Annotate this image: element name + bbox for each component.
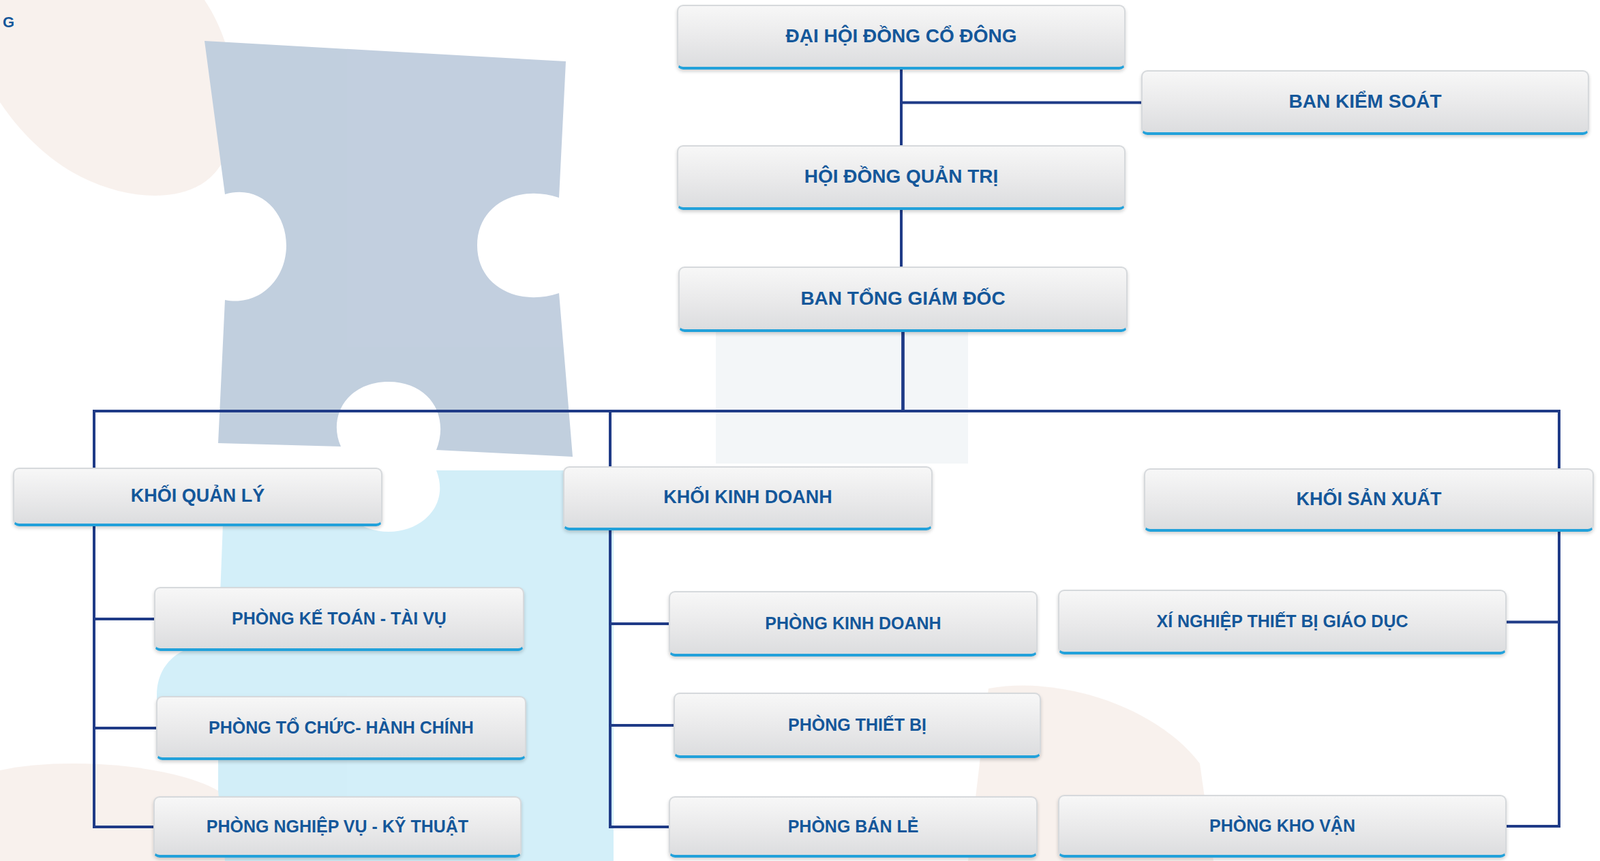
org-connector bbox=[903, 331, 1560, 469]
node-label: BAN KIỂM SOÁT bbox=[1289, 90, 1442, 113]
org-connector bbox=[610, 530, 669, 624]
org-connector bbox=[899, 69, 903, 146]
governance-box: BAN KIỂM SOÁT bbox=[1141, 70, 1590, 135]
governance-box: HỘI ĐỒNG QUẢN TRỊ bbox=[676, 145, 1126, 210]
governance-box: ĐẠI HỘI ĐỒNG CỔ ĐÔNG bbox=[676, 4, 1126, 70]
department-box: PHÒNG KINH DOANH bbox=[668, 591, 1038, 657]
department-box: PHÒNG KẾ TOÁN - TÀI VỤ bbox=[154, 586, 525, 652]
puzzle-piece bbox=[715, 327, 969, 464]
node-label: PHÒNG KHO VẬN bbox=[1209, 816, 1356, 836]
org-connector bbox=[899, 209, 903, 267]
department-box: PHÒNG KHO VẬN bbox=[1058, 794, 1507, 858]
node-label: XÍ NGHIỆP THIẾT BỊ GIÁO DỤC bbox=[1156, 611, 1408, 632]
org-connector bbox=[94, 526, 157, 729]
department-box: PHÒNG BÁN LẺ bbox=[668, 796, 1038, 858]
org-connector bbox=[94, 526, 155, 620]
node-label: PHÒNG NGHIỆP VỤ - KỸ THUẬT bbox=[206, 816, 469, 837]
node-label: KHỐI KINH DOANH bbox=[663, 486, 833, 508]
node-label: PHÒNG KINH DOANH bbox=[764, 613, 941, 634]
org-connector bbox=[94, 331, 904, 468]
department-box: PHÒNG TỔ CHỨC- HÀNH CHÍNH bbox=[156, 696, 527, 761]
node-label: PHÒNG THIẾT BỊ bbox=[788, 715, 927, 735]
org-connector bbox=[610, 530, 669, 827]
node-label: KHỐI QUẢN LÝ bbox=[130, 485, 266, 507]
hand-shape bbox=[0, 0, 235, 196]
node-label: PHÒNG TỔ CHỨC- HÀNH CHÍNH bbox=[208, 717, 474, 738]
division-box: KHỐI QUẢN LÝ bbox=[12, 467, 383, 527]
governance-box: BAN TỔNG GIÁM ĐỐC bbox=[678, 266, 1128, 332]
org-connector bbox=[901, 69, 1142, 103]
org-connector bbox=[610, 530, 674, 726]
department-box: PHÒNG THIẾT BỊ bbox=[673, 692, 1041, 759]
org-connector bbox=[610, 331, 904, 467]
node-label: ĐẠI HỘI ĐỒNG CỔ ĐÔNG bbox=[785, 25, 1017, 48]
division-box: KHỐI KINH DOANH bbox=[563, 466, 933, 531]
node-label: KHỐI SẢN XUẤT bbox=[1295, 488, 1442, 510]
org-connector bbox=[94, 526, 154, 827]
department-box: XÍ NGHIỆP THIẾT BỊ GIÁO DỤC bbox=[1058, 589, 1507, 655]
node-label: BAN TỔNG GIÁM ĐỐC bbox=[800, 287, 1005, 310]
node-label: PHÒNG KẾ TOÁN - TÀI VỤ bbox=[231, 608, 447, 629]
org-connector bbox=[1506, 531, 1560, 623]
department-box: PHÒNG NGHIỆP VỤ - KỸ THUẬT bbox=[153, 796, 522, 858]
division-box: KHỐI SẢN XUẤT bbox=[1143, 468, 1594, 532]
puzzle-piece bbox=[204, 40, 573, 457]
puzzle-pieces bbox=[0, 0, 1214, 861]
cropped-heading-letter: G bbox=[2, 13, 15, 32]
org-connector bbox=[1506, 531, 1560, 827]
node-label: HỘI ĐỒNG QUẢN TRỊ bbox=[804, 165, 999, 188]
node-label: PHÒNG BÁN LẺ bbox=[788, 816, 919, 837]
